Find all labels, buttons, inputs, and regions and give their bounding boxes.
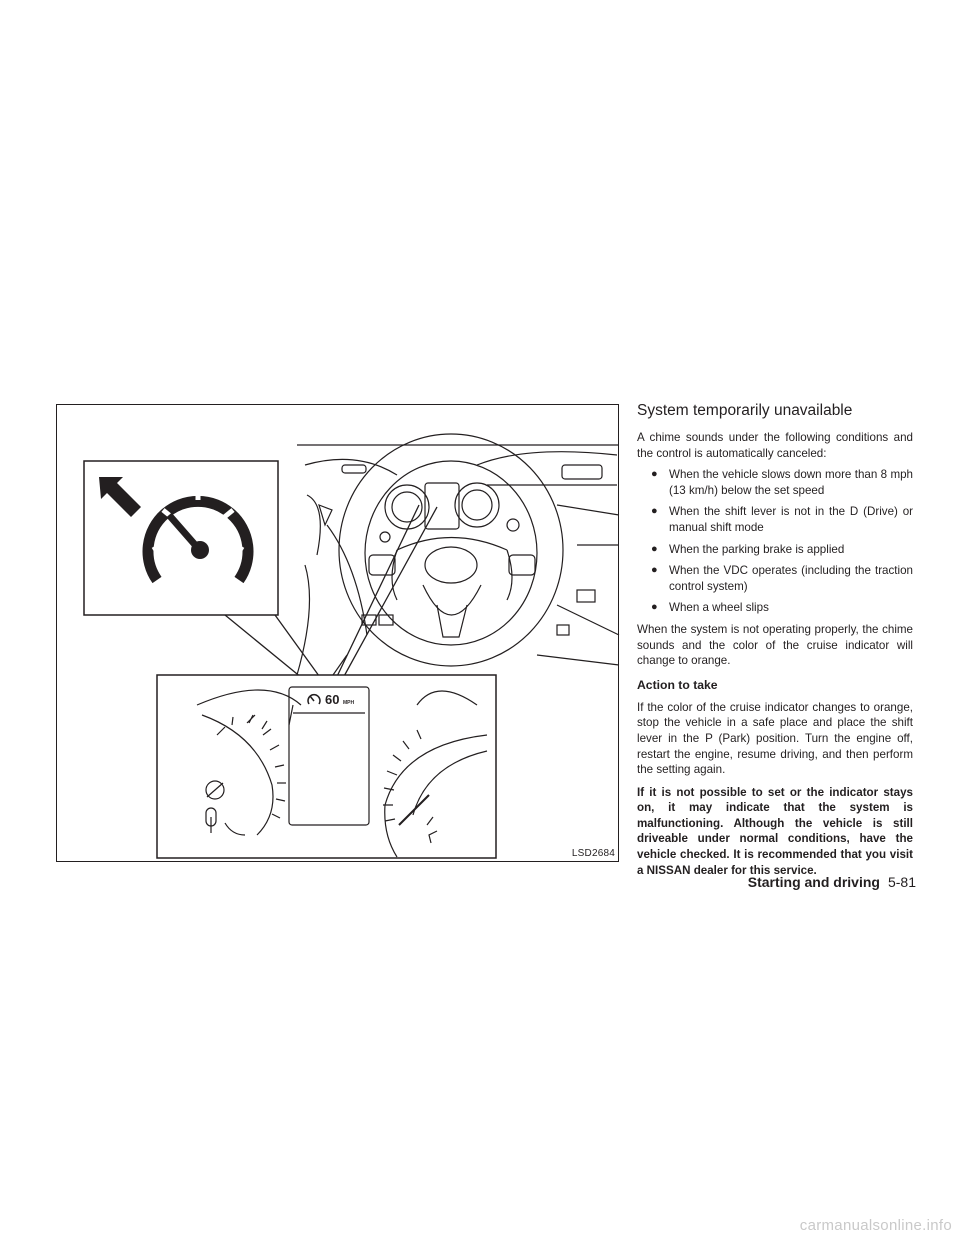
instrument-cluster-zoom <box>156 674 497 859</box>
list-item: ●When the vehicle slows down more than 8… <box>651 468 913 497</box>
list-item: ●When the parking brake is applied <box>651 542 845 556</box>
malfunction-paragraph: When the system is not operating properl… <box>637 622 913 668</box>
cancel-conditions-list: ●When the vehicle slows down more than 8… <box>637 467 913 616</box>
cruise-control-indicator-icon <box>142 495 254 584</box>
warning-paragraph: If it is not possible to set or the indi… <box>637 785 913 877</box>
dashboard-line-drawing <box>83 433 620 859</box>
intro-paragraph: A chime sounds under the following condi… <box>637 431 913 460</box>
dashboard-background <box>296 433 620 676</box>
page-footer: Starting and driving 5-81 <box>748 874 916 890</box>
cruise-icon-zoom-box <box>83 460 279 616</box>
needle-icon <box>166 512 200 550</box>
small-cruise-indicator-icon <box>307 694 321 705</box>
watermark: carmanualsonline.info <box>799 1217 952 1234</box>
text-column: System temporarily unavailable A chime s… <box>637 401 913 878</box>
bullet-icon: ● <box>651 468 658 481</box>
action-paragraph: If the color of the cruise indicator cha… <box>637 700 913 777</box>
figure-code: LSD2684 <box>571 848 615 859</box>
footer-section-name: Starting and driving <box>747 874 880 890</box>
bullet-icon: ● <box>651 542 658 555</box>
section-title: System temporarily unavailable <box>637 402 853 419</box>
page-number: 5-81 <box>887 874 916 890</box>
list-item: ●When the shift lever is not in the D (D… <box>651 505 913 534</box>
list-item: ●When a wheel slips <box>651 601 769 615</box>
bullet-icon: ● <box>651 601 658 614</box>
pointer-arrow-icon <box>99 477 141 517</box>
cruise-indicator-illustration: 60 MPH LSD2684 <box>56 404 620 862</box>
bullet-icon: ● <box>651 564 658 577</box>
bullet-icon: ● <box>651 505 658 518</box>
action-heading: Action to take <box>637 677 718 692</box>
list-item: ●When the VDC operates (including the tr… <box>651 564 913 593</box>
